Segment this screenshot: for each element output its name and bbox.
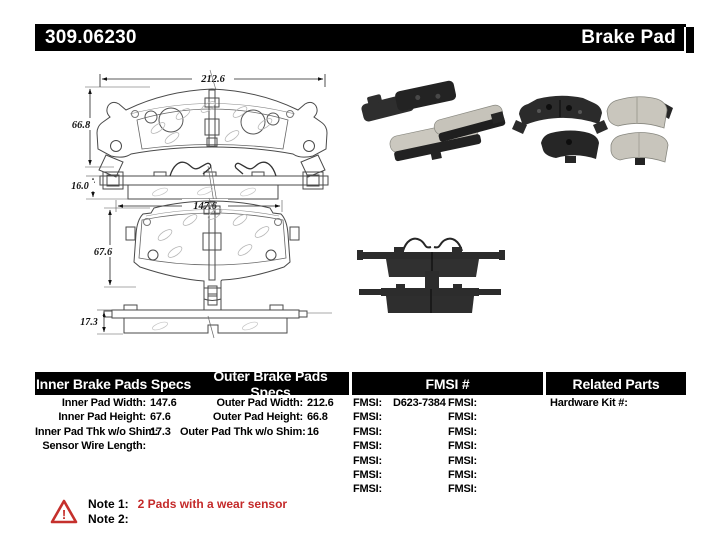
note1-text: 2 Pads with a wear sensor [137, 497, 288, 511]
spec-row: Outer Pad Height: 66.8 [180, 411, 334, 425]
notes: Note 1: 2 Pads with a wear sensor Note 2: [88, 497, 287, 527]
outer-pad-front-drawing: 212.6 66.8 [65, 69, 328, 178]
spec-label: Sensor Wire Length: [42, 440, 146, 453]
inner-specs-header: Inner Brake Pads Specs [35, 375, 192, 392]
title-bar: 309.06230 Brake Pad [35, 24, 686, 51]
outer-specs-list: Outer Pad Width: 212.6 Outer Pad Height:… [180, 397, 334, 440]
fmsi-row: FMSI: [448, 411, 488, 425]
fmsi-label: FMSI: [353, 411, 382, 424]
spec-row: Inner Pad Thk w/o Shim: 17.3 [35, 426, 177, 440]
fmsi-label: FMSI: [353, 440, 382, 453]
inner-pad-edge-drawing: 17.3 [73, 287, 332, 339]
fmsi-row: FMSI: [448, 426, 488, 440]
fmsi-list-1: FMSI: D623-7384 FMSI: FMSI: FMSI: FMSI: … [353, 397, 446, 498]
inner-thickness-dim: 17.3 [80, 317, 98, 328]
fmsi-row: FMSI: [353, 455, 446, 469]
spec-row: Sensor Wire Length: [35, 440, 177, 454]
fmsi-label: FMSI: [353, 468, 382, 481]
spec-label: Outer Pad Width: [216, 397, 303, 409]
related-label: Hardware Kit #: [550, 397, 628, 409]
photo-pad-set-angled [361, 80, 506, 162]
fmsi-row: FMSI: [448, 483, 488, 497]
fmsi-list-2: FMSI: FMSI: FMSI: FMSI: FMSI: FMSI: FMSI… [448, 397, 488, 498]
outer-specs-header: Outer Brake Pads Specs [213, 367, 328, 400]
fmsi-label: FMSI: [448, 425, 477, 438]
outer-height-dim: 66.8 [72, 120, 91, 131]
spec-label: Inner Pad Height: [58, 411, 146, 424]
related-parts-list: Hardware Kit #: [550, 397, 632, 411]
fmsi-header: FMSI # [425, 375, 470, 392]
fmsi-label: FMSI: [448, 483, 477, 496]
fmsi-label: FMSI: [448, 454, 477, 467]
spec-value: 16 [307, 425, 319, 438]
spec-value: 67.6 [150, 411, 171, 424]
fmsi-row: FMSI: [353, 469, 446, 483]
spec-value: 147.6 [150, 397, 177, 409]
inner-pad-front-drawing: 147.6 67.6 [88, 197, 300, 301]
note2-label: Note 2: [88, 512, 129, 526]
title-bar-tail [684, 27, 694, 53]
inner-specs-list: Inner Pad Width: 147.6 Inner Pad Height:… [35, 397, 177, 455]
spec-label: Outer Pad Thk w/o Shim: [180, 425, 306, 438]
fmsi-label: FMSI: [353, 483, 382, 496]
diagram-area: 212.6 66.8 [64, 69, 673, 339]
spec-label: Outer Pad Height: [212, 411, 303, 424]
fmsi-value: D623-7384 [393, 397, 446, 409]
fmsi-row: FMSI: [448, 469, 488, 483]
fmsi-label: FMSI: [353, 425, 382, 438]
fmsi-row: FMSI: [353, 483, 446, 497]
watermark-stamps [150, 101, 273, 144]
outer-pad-edge-drawing: 16.0 [64, 161, 329, 204]
related-row: Hardware Kit #: [550, 397, 632, 411]
inner-height-dim: 67.6 [94, 247, 113, 258]
outer-thickness-dim: 16.0 [71, 181, 89, 192]
spec-label: Inner Pad Width: [61, 397, 146, 409]
fmsi-row: FMSI: [448, 455, 488, 469]
related-header-bar: Related Parts [546, 372, 686, 395]
related-header: Related Parts [572, 375, 660, 392]
spec-value: 66.8 [307, 411, 328, 424]
fmsi-label: FMSI: [448, 411, 477, 424]
svg-text:!: ! [62, 507, 66, 522]
fmsi-row: FMSI: [448, 440, 488, 454]
fmsi-label: FMSI: [448, 440, 477, 453]
page-title: Brake Pad [581, 26, 676, 48]
spec-value: 17.3 [150, 425, 171, 438]
specs-header-bar: Inner Brake Pads Specs Outer Brake Pads … [35, 368, 349, 400]
spec-row: Outer Pad Width: 212.6 [180, 397, 334, 411]
photo-pad-pair-edge [357, 237, 505, 313]
warning-triangle-icon: ! [50, 499, 78, 524]
fmsi-label: FMSI: [448, 468, 477, 481]
catalog-number: 309.06230 [45, 26, 137, 48]
photo-pad-set-front [512, 95, 673, 165]
fmsi-header-bar: FMSI # [352, 372, 543, 395]
spec-row: Outer Pad Thk w/o Shim: 16 [180, 426, 334, 440]
spec-label: Inner Pad Thk w/o Shim: [35, 425, 159, 438]
spec-row: Inner Pad Height: 67.6 [35, 411, 177, 425]
fmsi-row: FMSI: [353, 411, 446, 425]
fmsi-row: FMSI: [448, 397, 488, 411]
spec-value: 212.6 [307, 397, 334, 409]
fmsi-label: FMSI: [353, 397, 382, 409]
fmsi-row: FMSI: [353, 440, 446, 454]
fmsi-label: FMSI: [448, 397, 477, 409]
fmsi-row: FMSI: D623-7384 [353, 397, 446, 411]
fmsi-label: FMSI: [353, 454, 382, 467]
fmsi-row: FMSI: [353, 426, 446, 440]
spec-row: Inner Pad Width: 147.6 [35, 397, 177, 411]
note1-label: Note 1: [88, 497, 129, 511]
